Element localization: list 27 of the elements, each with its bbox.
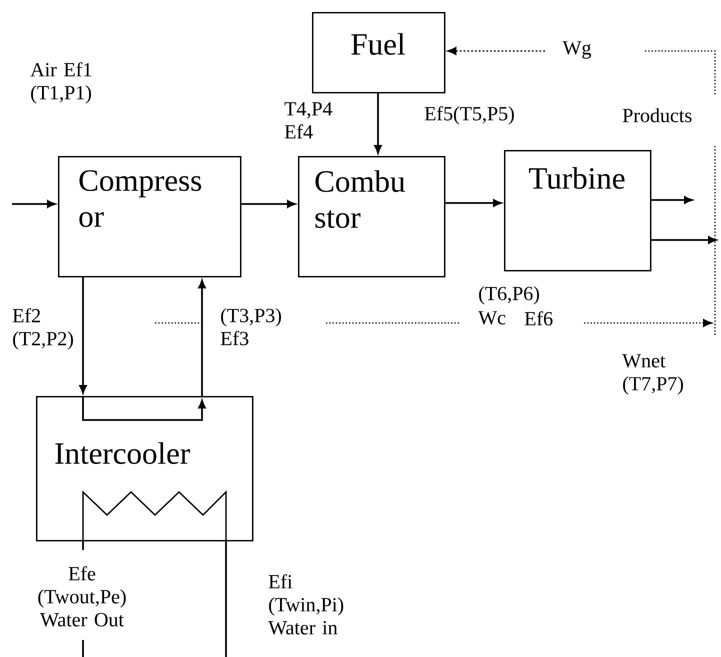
- arrow: [12, 200, 56, 208]
- label: Efi (Twin,Pi) Water in: [268, 574, 344, 635]
- arrow: [447, 47, 545, 55]
- label: Wc: [478, 311, 506, 325]
- label: (T6,P6): [479, 286, 539, 304]
- arrow: [241, 200, 296, 208]
- arrow: [198, 280, 206, 396]
- arrow: [79, 277, 87, 394]
- label: (T3,P3) Ef3: [220, 308, 281, 346]
- process-box: Intercooler: [36, 396, 254, 542]
- label: Ef5(T5,P5): [424, 106, 514, 125]
- process-box: Turbine: [504, 150, 652, 272]
- label: Wg: [562, 41, 592, 59]
- process-box: Fuel: [312, 12, 446, 94]
- arrow: [651, 236, 716, 244]
- arrow: [374, 93, 382, 154]
- label: Ef6: [524, 311, 552, 326]
- label: Efe (Twout,Pe) Water Out: [38, 566, 126, 627]
- label: T4,P4 Ef4: [284, 102, 332, 138]
- label: Ef2 (T2,P2): [12, 308, 73, 350]
- label: Products: [622, 108, 692, 122]
- label: Air Ef1 (T1,P1): [30, 62, 92, 104]
- arrow: [445, 199, 502, 207]
- arrow: [651, 196, 692, 204]
- label: Wnet (T7,P7): [622, 354, 683, 395]
- process-box: Combu stor: [298, 156, 446, 278]
- process-box: Compress or: [58, 156, 242, 278]
